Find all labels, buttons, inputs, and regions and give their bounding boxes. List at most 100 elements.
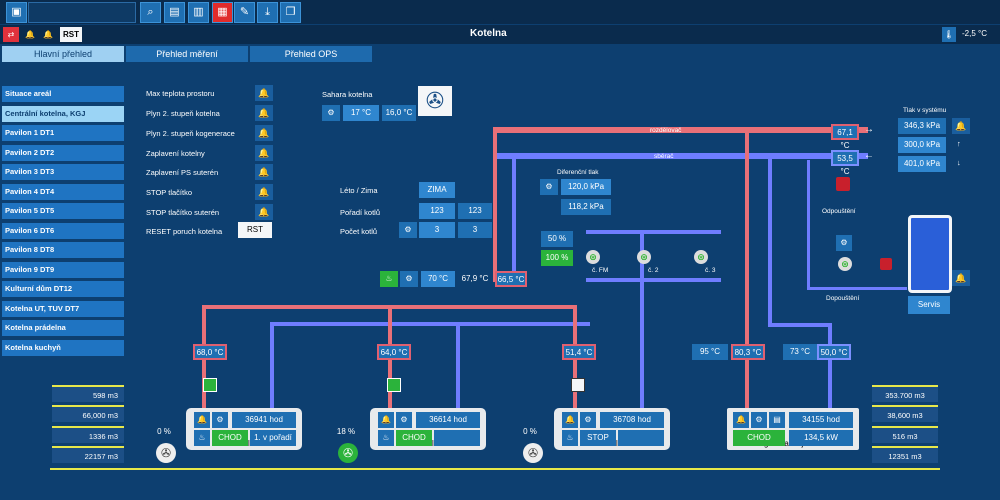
expansion-tank [908,215,952,293]
pipe-segment [807,160,810,290]
pump-speed-setpoint[interactable]: 50 % [541,231,573,247]
alarm-label: STOP tlačítko suterén [146,208,220,217]
dashboard-icon[interactable]: ▤ [164,2,185,23]
sidebar-item-pavilon-5[interactable]: Pavilon 5 DT5 [2,203,124,219]
sidebar-item-centralni-kotelna[interactable]: Centrální kotelna, KGJ [2,106,124,122]
rst-button[interactable]: RST [60,27,82,42]
valve-icon[interactable] [571,378,585,392]
flame-icon: ♨ [380,271,398,287]
alarm-label: Zaplavení kotelny [146,149,205,158]
alarm-icon[interactable]: ⇄ [3,27,19,42]
pump-icon[interactable]: ⊛ [694,250,708,264]
bell-icon[interactable]: 🔔 [733,412,749,428]
bell-icon[interactable]: 🔔 [255,145,273,161]
tab-prehled-ops[interactable]: Přehled OPS [250,46,372,62]
kotel-order: 1. v pořadí [250,430,296,446]
valve-icon[interactable] [203,378,217,392]
sidebar-item-situace[interactable]: Situace areál [2,86,124,102]
pressure-value-1: 346,3 kPa [898,118,946,134]
bell-icon[interactable]: 🔔 [952,118,970,134]
sidebar-item-kotelna-pradelna[interactable]: Kotelna prádelna [2,320,124,336]
pocet-value-1[interactable]: 3 [419,222,455,238]
kotel-fan-value: 0 % [157,427,171,436]
bell-icon[interactable]: 🔔 [255,125,273,141]
fan-icon: ✇ [156,443,176,463]
bell-icon[interactable]: 🔔 [255,85,273,101]
bell-icon[interactable]: 🔔 [194,412,210,428]
rst-reset-button[interactable]: RST [238,222,272,238]
pump-icon[interactable]: ⊛ [838,257,852,271]
sahara-title: Sahara kotelna [322,90,373,99]
pump-icon[interactable]: ⊛ [637,250,651,264]
sberac-temp: 53,5 °C [831,150,859,176]
pump-icon[interactable]: ⊛ [586,250,600,264]
gear-icon[interactable]: ⚙ [212,412,228,428]
dopousteni-label: Dopouštění [826,295,860,302]
search-icon[interactable]: ⌕ [140,2,161,23]
kotel-hours: 36614 hod [416,412,480,428]
document-icon[interactable]: ▤ [769,412,785,428]
bell-icon[interactable]: 🔔 [255,184,273,200]
sidebar-item-pavilon-6[interactable]: Pavilon 6 DT6 [2,223,124,239]
download-icon[interactable]: ⤓ [257,2,278,23]
sahara-temp-2: 16,0 °C [382,105,416,121]
diff-value-1[interactable]: 120,0 kPa [561,179,611,195]
pressure-value-3[interactable]: 401,0 kPa [898,156,946,172]
valve-icon[interactable] [836,177,850,191]
kgj-temp-3: 73 °C [783,344,817,360]
gear-icon[interactable]: ⚙ [400,271,418,287]
leto-zima-value[interactable]: ZIMA [419,182,455,198]
bell-icon[interactable]: 🔔 [952,270,970,286]
sidebar-item-kotelna-ut[interactable]: Kotelna UT, TUV DT7 [2,301,124,317]
poradi-value-1[interactable]: 123 [419,203,455,219]
sidebar-item-pavilon-4[interactable]: Pavilon 4 DT4 [2,184,124,200]
sidebar-item-pavilon-3[interactable]: Pavilon 3 DT3 [2,164,124,180]
sidebar-item-pavilon-1[interactable]: Pavilon 1 DT1 [2,125,124,141]
sidebar-item-pavilon-2[interactable]: Pavilon 2 DT2 [2,145,124,161]
panel-icon[interactable]: ▦ [212,2,233,23]
bell-icon[interactable]: 🔔 [562,412,578,428]
sidebar-item-pavilon-8[interactable]: Pavilon 8 DT8 [2,242,124,258]
tab-prehled-mereni[interactable]: Přehled měření [126,46,248,62]
gear-icon[interactable]: ⚙ [751,412,767,428]
pipe-segment [807,287,907,290]
gas-stat-5: 353.700 m3 [872,385,938,402]
gear-icon[interactable]: ⚙ [399,222,417,238]
image-icon[interactable]: ▣ [6,2,27,23]
kotel-state: STOP [580,430,616,446]
gas-stat-8: 12351 m3 [872,446,938,463]
bell-icon[interactable]: 🔔 [43,30,53,39]
window-icon[interactable]: ❐ [280,2,301,23]
bell-icon[interactable]: 🔔 [255,105,273,121]
kotel-3-temp: 51,4 °C [562,344,596,360]
tab-hlavni-prehled[interactable]: Hlavní přehled [2,46,124,62]
gear-icon[interactable]: ⚙ [322,105,340,121]
pressure-value-2[interactable]: 300,0 kPa [898,137,946,153]
bell-icon[interactable]: 🔔 [378,412,394,428]
sidebar-item-kotelna-kuchyn[interactable]: Kotelna kuchyň [2,340,124,356]
kotel-fan-value: 0 % [523,427,537,436]
arrow-up-icon: ↑ [957,139,961,148]
toolbar-field[interactable] [28,2,136,23]
bell-icon[interactable]: 🔔 [25,30,35,39]
bell-icon[interactable]: 🔔 [255,164,273,180]
valve-icon[interactable] [387,378,401,392]
gear-icon[interactable]: ⚙ [396,412,412,428]
bell-icon[interactable]: 🔔 [255,204,273,220]
pipe-segment [586,278,721,282]
valve-icon[interactable] [880,258,892,270]
sidebar-item-kulturni-dum[interactable]: Kulturní dům DT12 [2,281,124,297]
title-bar: ⇄ 🔔 🔔 RST Kotelna 🌡 -2,5 °C [0,25,1000,44]
gear-icon[interactable]: ⚙ [540,179,558,195]
kotel-2-temp: 64,0 °C [377,344,411,360]
panel-icon[interactable]: ▥ [188,2,209,23]
gear-icon[interactable]: ⚙ [836,235,852,251]
flame-icon: ♨ [378,430,394,446]
pipe-segment [768,153,772,323]
page-title: Kotelna [470,28,507,39]
servis-button[interactable]: Servis [908,296,950,314]
sidebar-item-pavilon-9[interactable]: Pavilon 9 DT9 [2,262,124,278]
pencil-icon[interactable]: ✎ [234,2,255,23]
gear-icon[interactable]: ⚙ [580,412,596,428]
mixing-temp-1[interactable]: 70 °C [421,271,455,287]
